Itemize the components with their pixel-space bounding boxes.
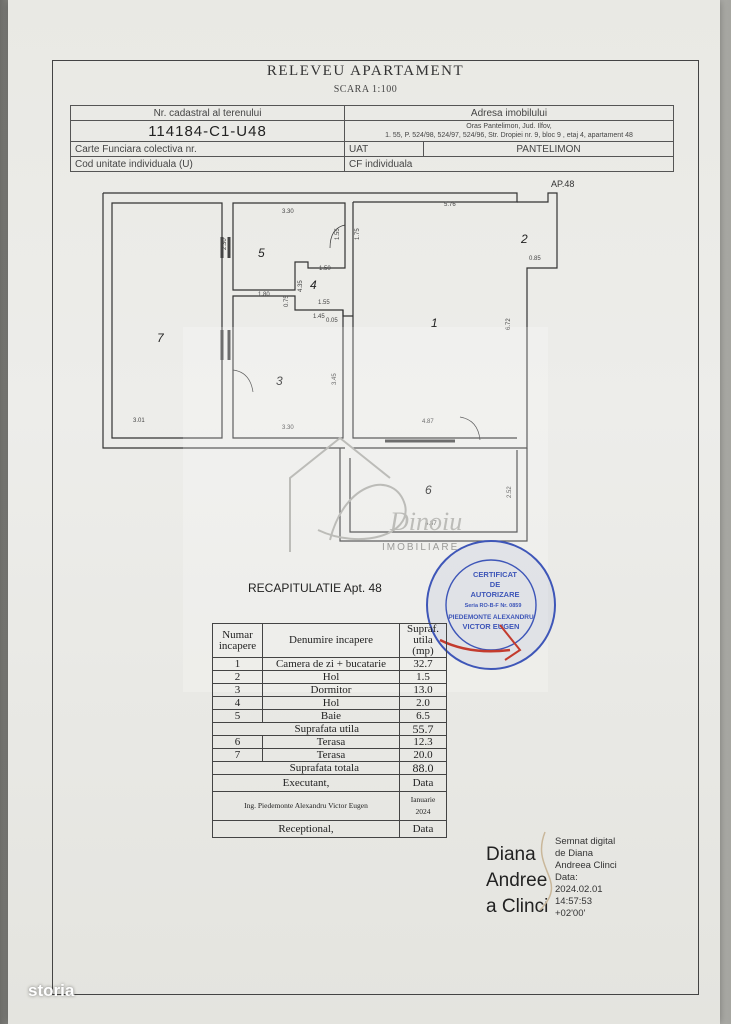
- sig-info-line: de Diana: [555, 848, 594, 859]
- dimension-label: 5.76: [444, 202, 456, 208]
- row-name: Camera de zi + bucatarie: [262, 657, 400, 671]
- table-row: 1 Camera de zi + bucatarie 32.7: [212, 657, 447, 671]
- north-wall: [103, 192, 518, 203]
- dimension-label: 4.87: [425, 521, 437, 527]
- dimension-label: 1.55: [318, 300, 330, 306]
- room-2-number: 2: [520, 232, 528, 246]
- stamp-line: VICTOR EUGEN: [463, 622, 520, 631]
- table-row: 3 Dormitor 13.0: [212, 683, 447, 697]
- scale-label: SCARA 1:100: [333, 84, 398, 95]
- dimension-label: 1.50: [319, 266, 331, 272]
- header-table: Nr. cadastral al terenului Adresa imobil…: [70, 105, 674, 172]
- dimension-label: 0.85: [529, 256, 541, 262]
- room-4-number: 4: [310, 278, 317, 292]
- dimension-label: 2.30: [222, 238, 228, 250]
- table-row: 5 Baie 6.5: [212, 709, 447, 723]
- watermark-text: IMOBILIARE: [382, 542, 460, 553]
- terrace-6-outer: [339, 448, 528, 542]
- executant-name-row: Ing. Piedemonte Alexandru Victor Eugen I…: [212, 791, 447, 821]
- recap-title: RECAPITULATIE Apt. 48: [248, 581, 382, 595]
- signature-name-line: Andree: [486, 870, 548, 891]
- sig-info-line: Data:: [555, 872, 578, 883]
- cf-label: CF individuala: [344, 156, 674, 172]
- living-1-west: [352, 202, 517, 439]
- door-5: [329, 224, 346, 249]
- room-3-number: 3: [276, 374, 283, 388]
- watermark-logo: [289, 436, 407, 552]
- room-5-number: 5: [258, 246, 265, 260]
- dimension-label: 4.35: [298, 280, 304, 292]
- useful-area-label: Suprafata utila: [212, 722, 400, 736]
- sig-info-line: 14:57:53: [555, 896, 592, 907]
- stamp-line: Seria RO-B-F Nr. 0859: [465, 603, 522, 609]
- executant-date: Ianuarie 2024: [399, 791, 447, 821]
- dimension-label: 3.45: [332, 373, 338, 385]
- bath-5-outline: [232, 202, 346, 291]
- recap-table: Numar incapere Denumire incapere Supraf.…: [212, 623, 447, 838]
- sig-info-line: Semnat digital: [555, 836, 616, 847]
- window-5: [220, 237, 231, 258]
- dimension-label: 0.75: [284, 295, 290, 307]
- row-area: 13.0: [399, 683, 447, 697]
- row-name: Dormitor: [262, 683, 400, 697]
- dimension-label: 4.87: [422, 419, 434, 425]
- west-wall: [102, 193, 345, 449]
- address-line1: Oras Pantelimon, Jud. Ilfov,: [466, 123, 552, 130]
- sig-info-line: Andreea Clinci: [555, 860, 617, 871]
- room-7-number: 7: [157, 331, 165, 345]
- cadastral-number: 114184-C1-U48: [70, 120, 345, 142]
- stamp-line: PIEDEMONTE ALEXANDRU: [448, 614, 534, 621]
- useful-area-row: Suprafata utila 55.7: [212, 722, 447, 736]
- dimension-label: 1.55: [335, 228, 341, 240]
- dimension-label: 2.52: [507, 486, 513, 498]
- stamp-seal: CERTIFICAT DE AUTORIZARE Seria RO-B-F Nr…: [426, 540, 556, 670]
- dimension-label: 1.75: [355, 228, 361, 240]
- dimension-label: 6.72: [506, 318, 512, 330]
- dimension-label: 3.01: [133, 418, 145, 424]
- dimension-label: 3.30: [282, 425, 294, 431]
- room-1-number: 1: [431, 316, 438, 330]
- stamp-line: AUTORIZARE: [470, 590, 519, 599]
- document-title: RELEVEU APARTAMENT: [266, 63, 465, 79]
- east-wall: [353, 192, 558, 449]
- row-area: 32.7: [399, 657, 447, 671]
- hall-corner: [342, 310, 353, 317]
- dimension-label: 0.05: [326, 318, 338, 324]
- dimension-label: 1.80: [258, 292, 270, 298]
- storia-logo: storia: [28, 981, 75, 1000]
- executant-row: Executant, Data: [212, 774, 447, 792]
- drawing-frame: [52, 60, 699, 995]
- signature-name: Diana Andree a Clinci: [486, 842, 548, 920]
- stamp-line: DE: [490, 580, 500, 589]
- receptional-row: Receptional, Data: [212, 820, 447, 838]
- window-7: [220, 330, 231, 360]
- sig-info-line: 2024.02.01: [555, 884, 603, 895]
- dimension-label: 1.45: [313, 314, 325, 320]
- col-header-name: Denumire incapere: [262, 623, 400, 658]
- signature-name-line: a Clinci: [486, 896, 549, 917]
- sig-info-line: +02'00': [555, 908, 586, 919]
- table-row: 6 Terasa 12.3: [212, 735, 447, 749]
- watermark-script: Dinoiu: [389, 507, 462, 536]
- row-area: 6.5: [399, 709, 447, 723]
- col-header-area: Supraf. utila (mp): [399, 623, 447, 658]
- digital-signature-info: Semnat digital de Diana Andreea Clinci D…: [555, 836, 617, 920]
- terrace-7-outline: [111, 202, 223, 439]
- dimension-label: 3.30: [282, 209, 294, 215]
- receptional-label: Receptional,: [212, 820, 400, 838]
- stamp-line: CERTIFICAT: [473, 570, 517, 579]
- door-1: [459, 416, 481, 441]
- apartment-label: AP.48: [551, 179, 575, 189]
- address-line2: 1. 55, P. 524/98, 524/97, 524/96, Str. D…: [385, 132, 633, 139]
- signature-name-line: Diana: [486, 844, 536, 865]
- door-3: [232, 369, 254, 393]
- receptional-data: Data: [399, 820, 447, 838]
- room-6-number: 6: [425, 483, 432, 497]
- terrace-6-inner: [349, 450, 518, 533]
- total-area-label: Suprafata totala: [212, 761, 400, 775]
